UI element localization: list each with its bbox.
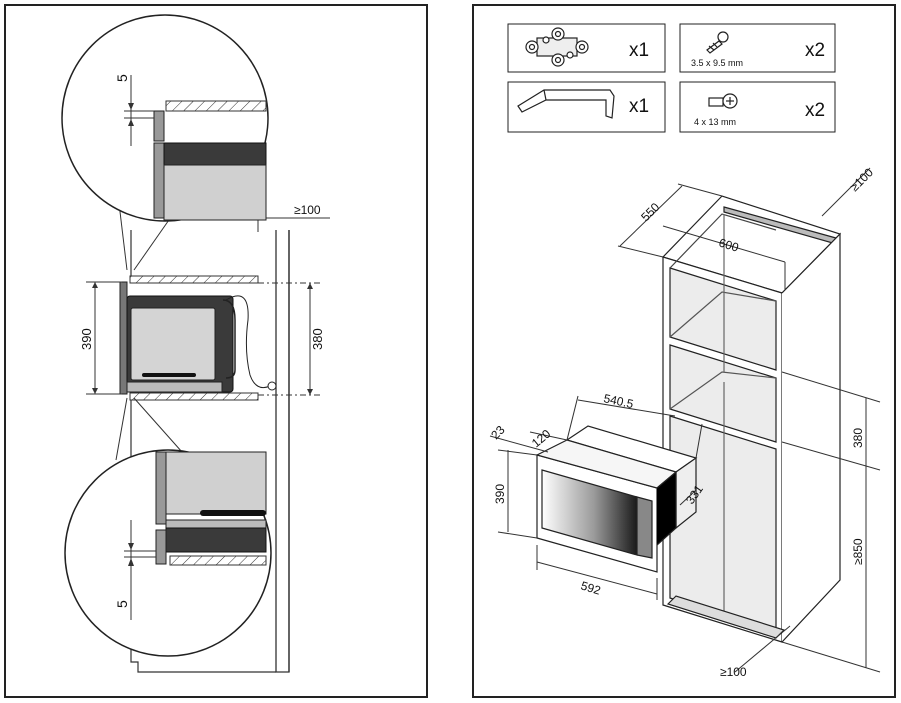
appliance-width-label: 592 xyxy=(579,578,603,597)
trim-rail-icon xyxy=(517,89,615,119)
appliance-height-label: 390 xyxy=(79,328,94,350)
part-trim-rail: x1 xyxy=(507,81,666,133)
cabinet-width-label: 600 xyxy=(717,235,741,254)
part-qty-3: x1 xyxy=(629,96,649,117)
left-panel: ≥100 390 xyxy=(4,4,428,698)
niche-height-dimension: 380 xyxy=(258,282,325,396)
bottom-shelf xyxy=(129,392,259,401)
right-panel-frame xyxy=(472,4,896,698)
rear-clearance-label: ≥100 xyxy=(294,203,321,217)
screw-icon xyxy=(706,31,729,54)
part-mounting-bracket-set: x1 xyxy=(507,23,666,73)
bottom-gap-detail: 5 xyxy=(64,449,272,657)
cabinet-isometric xyxy=(661,195,842,643)
bracket-set-icon xyxy=(525,27,589,67)
washer-screw-icon xyxy=(708,93,738,109)
appliance-frame-depth-label: 120 xyxy=(529,426,554,450)
part-qty-1: x1 xyxy=(629,40,649,61)
part-screw-washer: 4 x 13 mm x2 xyxy=(679,81,836,133)
cabinet-bottom-clearance-label: ≥100 xyxy=(720,665,747,679)
appliance-front-offset-label: 23 xyxy=(488,423,508,443)
part-spec-washer: 4 x 13 mm xyxy=(694,117,736,127)
top-gap-detail: 5 xyxy=(61,14,269,222)
cabinet-floor-height-label: ≥850 xyxy=(851,538,865,565)
appliance-height-dimension: 390 xyxy=(79,281,122,395)
bottom-gap-label: 5 xyxy=(114,600,130,608)
part-screw-small: 3.5 x 9.5 mm x2 xyxy=(679,23,836,73)
right-panel: x1 3.5 x 9.5 mm x2 x1 xyxy=(472,4,896,698)
cabinet-depth-label: 550 xyxy=(638,200,662,224)
appliance-dimensions xyxy=(489,395,703,600)
rear-wall xyxy=(275,230,290,673)
part-spec-small: 3.5 x 9.5 mm xyxy=(691,58,743,68)
part-qty-4: x2 xyxy=(805,100,825,121)
niche-height-label: 380 xyxy=(310,328,325,350)
top-shelf xyxy=(129,275,259,284)
left-panel-frame xyxy=(4,4,428,698)
rear-clearance-dimension: ≥100 xyxy=(245,200,330,232)
appliance-side-view xyxy=(119,281,277,395)
cabinet-niche-height-label: 380 xyxy=(851,428,865,448)
appliance-height-label-right: 390 xyxy=(493,484,507,504)
part-qty-2: x2 xyxy=(805,40,825,61)
cabinet-dimensions xyxy=(617,167,881,673)
parts-list: x1 3.5 x 9.5 mm x2 x1 xyxy=(507,23,836,133)
appliance-body-depth-label: 540.5 xyxy=(602,391,635,411)
cabinet-top-clearance-label: ≥100 xyxy=(847,165,876,194)
appliance-isometric xyxy=(535,425,698,573)
top-gap-label: 5 xyxy=(114,74,130,82)
